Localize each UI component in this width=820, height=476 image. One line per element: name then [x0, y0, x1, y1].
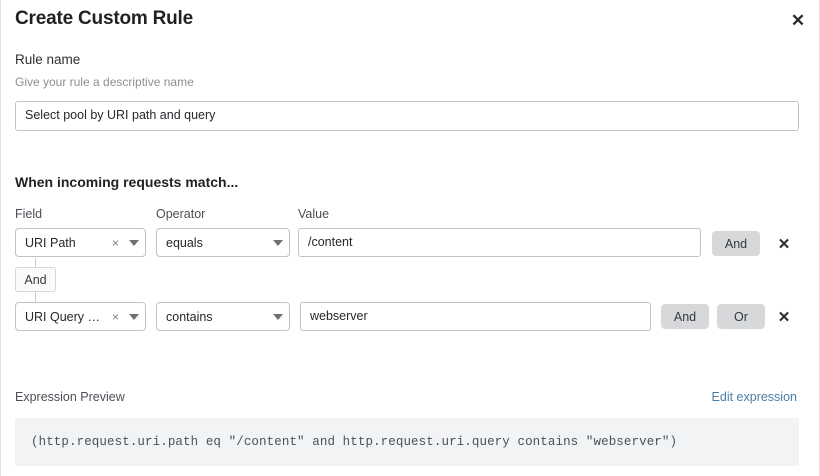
condition-row-2-delete-icon[interactable]: ✕: [775, 307, 793, 327]
expression-preview-code-box: (http.request.uri.path eq "/content" and…: [15, 418, 799, 466]
condition-group-connector-and[interactable]: And: [15, 267, 56, 292]
condition-row-1-and-button[interactable]: And: [712, 231, 760, 256]
condition-row-2-operator-value: contains: [166, 309, 213, 324]
expression-preview-text: (http.request.uri.path eq "/content" and…: [31, 435, 678, 449]
connector-line-bottom: [35, 291, 36, 302]
condition-row-1-delete-icon[interactable]: ✕: [775, 234, 793, 254]
rule-name-input[interactable]: Select pool by URI path and query: [15, 101, 799, 131]
expression-preview-label: Expression Preview: [15, 390, 125, 404]
condition-row-1-operator-value: equals: [166, 235, 203, 250]
condition-row-1-operator-select[interactable]: equals: [156, 228, 290, 257]
condition-row-2-or-button[interactable]: Or: [717, 304, 765, 329]
condition-row-1-value-input[interactable]: /content: [298, 228, 701, 257]
chevron-down-icon[interactable]: [123, 313, 145, 320]
condition-row-1-field-value: URI Path: [25, 235, 76, 250]
chevron-down-icon[interactable]: [267, 239, 289, 246]
chevron-down-icon[interactable]: [123, 239, 145, 246]
page-title: Create Custom Rule: [15, 8, 193, 29]
column-header-field: Field: [15, 207, 43, 221]
edit-expression-link[interactable]: Edit expression: [711, 390, 797, 404]
close-icon[interactable]: ✕: [785, 7, 811, 33]
conditions-section-heading: When incoming requests match...: [15, 174, 239, 190]
condition-row-2-operator-select[interactable]: contains: [156, 302, 290, 331]
condition-row-2-and-button[interactable]: And: [661, 304, 709, 329]
condition-row-2-field-select[interactable]: URI Query St... ×: [15, 302, 146, 331]
column-header-operator: Operator: [156, 207, 206, 221]
condition-row-2-field-value: URI Query St...: [25, 309, 108, 324]
column-header-value: Value: [298, 207, 330, 221]
rule-name-label: Rule name: [15, 52, 81, 67]
chevron-down-icon[interactable]: [267, 313, 289, 320]
connector-line-top: [35, 258, 36, 268]
condition-row-1-field-select[interactable]: URI Path ×: [15, 228, 146, 257]
condition-row-2-value-input[interactable]: webserver: [300, 302, 651, 331]
clear-icon[interactable]: ×: [111, 235, 119, 250]
clear-icon[interactable]: ×: [111, 309, 119, 324]
rule-name-description: Give your rule a descriptive name: [15, 75, 194, 89]
